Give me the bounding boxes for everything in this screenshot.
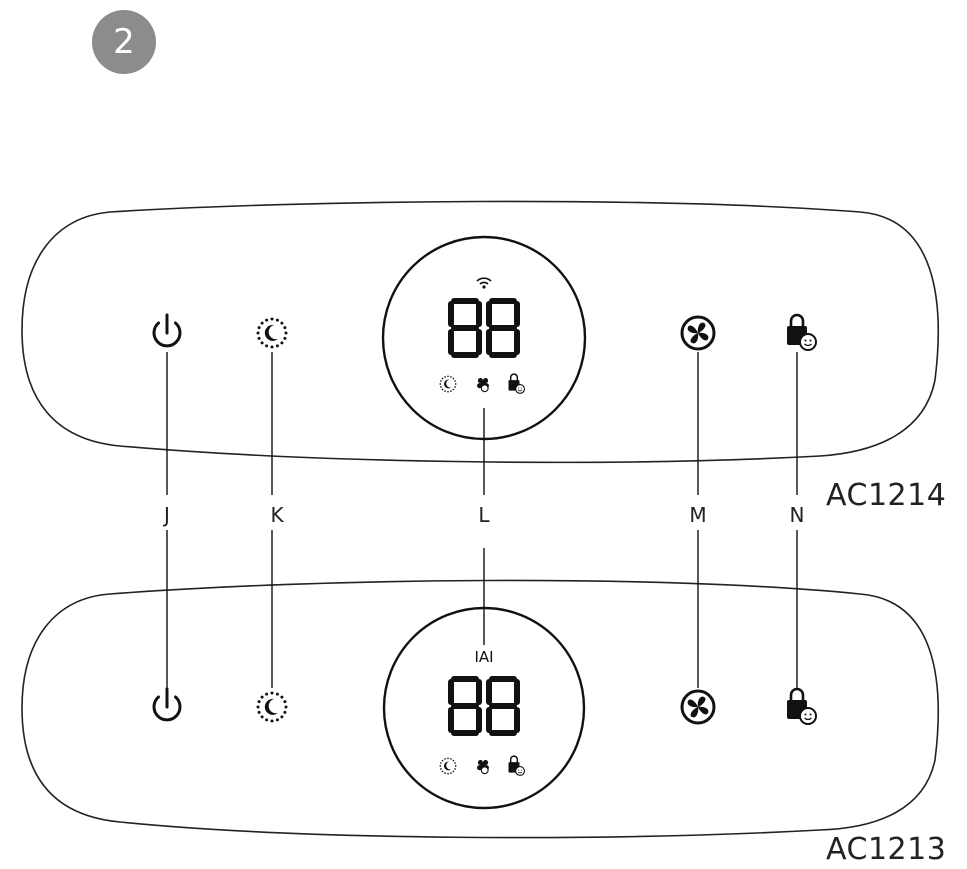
- top-fan-speed-button-icon[interactable]: [680, 315, 716, 351]
- callout-m: M: [689, 503, 707, 527]
- bottom-fan-speed-button-icon[interactable]: [680, 689, 716, 725]
- model-label-ac1214: AC1214: [826, 478, 947, 513]
- step-number-badge: 2: [92, 10, 156, 74]
- callout-j: J: [164, 503, 170, 527]
- callout-leader-lines: [166, 352, 798, 688]
- callout-l: L: [478, 503, 490, 527]
- callout-n: N: [789, 503, 805, 527]
- model-label-ac1213: AC1213: [826, 832, 947, 867]
- wifi-icon: [476, 277, 492, 289]
- iai-indicator: IAI: [474, 648, 493, 666]
- callout-k: K: [270, 503, 284, 527]
